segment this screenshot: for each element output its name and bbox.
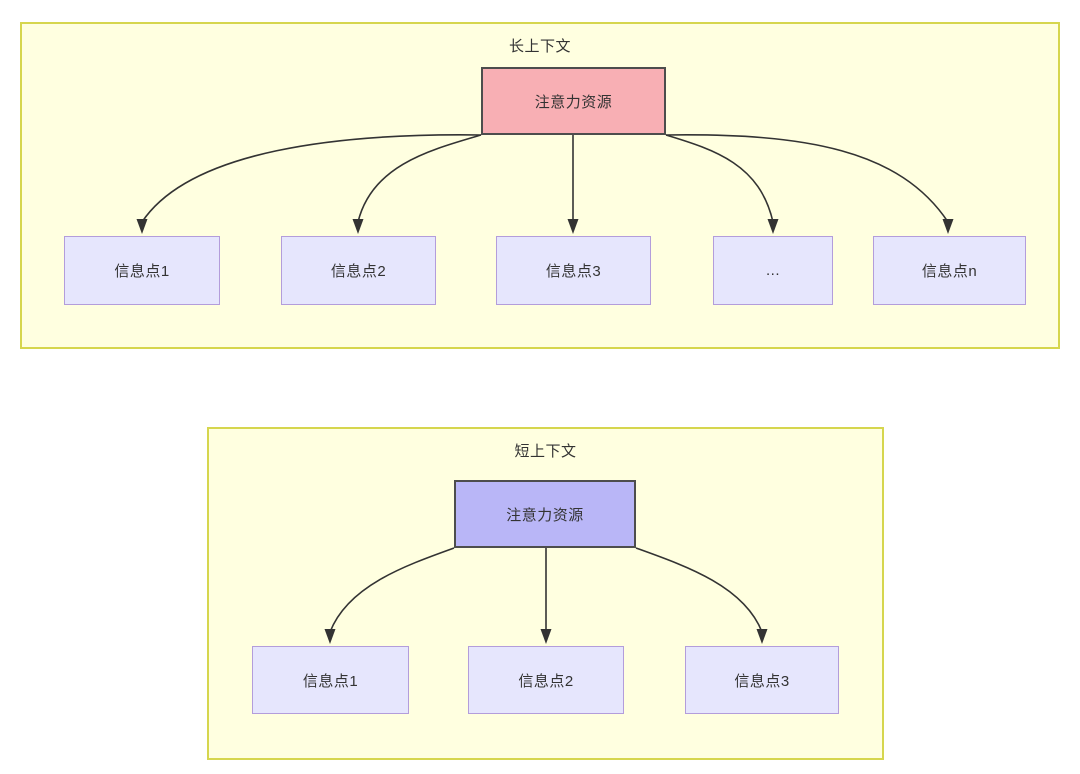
node-info-point-long-3[interactable]: 信息点3 [496, 236, 651, 305]
node-attention-resource-short[interactable]: 注意力资源 [454, 480, 636, 548]
node-info-point-long-n[interactable]: 信息点n [873, 236, 1026, 305]
node-info-point-short-3[interactable]: 信息点3 [685, 646, 839, 714]
node-info-point-short-2[interactable]: 信息点2 [468, 646, 624, 714]
group-short-context-title: 短上下文 [514, 443, 577, 460]
node-info-point-long-1[interactable]: 信息点1 [64, 236, 220, 305]
node-info-point-long-ellipsis[interactable]: ... [713, 236, 833, 305]
node-info-point-short-1[interactable]: 信息点1 [252, 646, 409, 714]
node-attention-resource-long[interactable]: 注意力资源 [481, 67, 666, 135]
node-info-point-long-2[interactable]: 信息点2 [281, 236, 436, 305]
group-long-context-title: 长上下文 [508, 38, 571, 55]
